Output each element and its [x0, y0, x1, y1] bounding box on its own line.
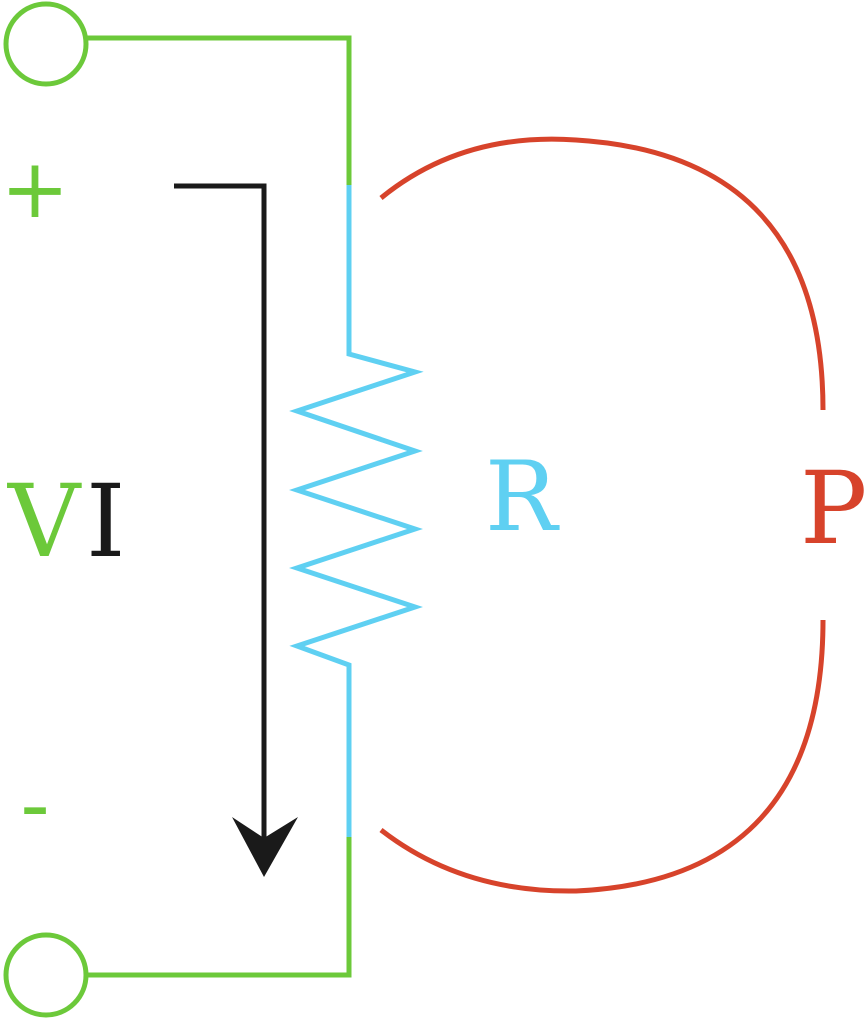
- top-wire: [86, 35, 352, 185]
- resistor-zigzag: [289, 185, 424, 837]
- resistor: [289, 185, 424, 837]
- bottom-wire: [86, 837, 352, 978]
- plus-sign: +: [1, 142, 70, 237]
- minus-sign: -: [20, 758, 50, 853]
- bottom-terminal: [3, 932, 89, 1018]
- power-arc-bottom: [379, 619, 826, 894]
- arrowhead-icon: [232, 817, 298, 877]
- current-label: I: [86, 463, 126, 580]
- current-arrow: [174, 183, 298, 877]
- power-arc-top: [379, 136, 826, 411]
- top-terminal: [3, 1, 89, 87]
- current-arrow-line: [174, 183, 267, 840]
- voltage-label: V: [7, 463, 82, 580]
- power-label: P: [800, 450, 867, 567]
- resistance-label: R: [485, 441, 560, 553]
- voltage-circuit: [3, 1, 352, 1018]
- power-arc: [379, 136, 826, 894]
